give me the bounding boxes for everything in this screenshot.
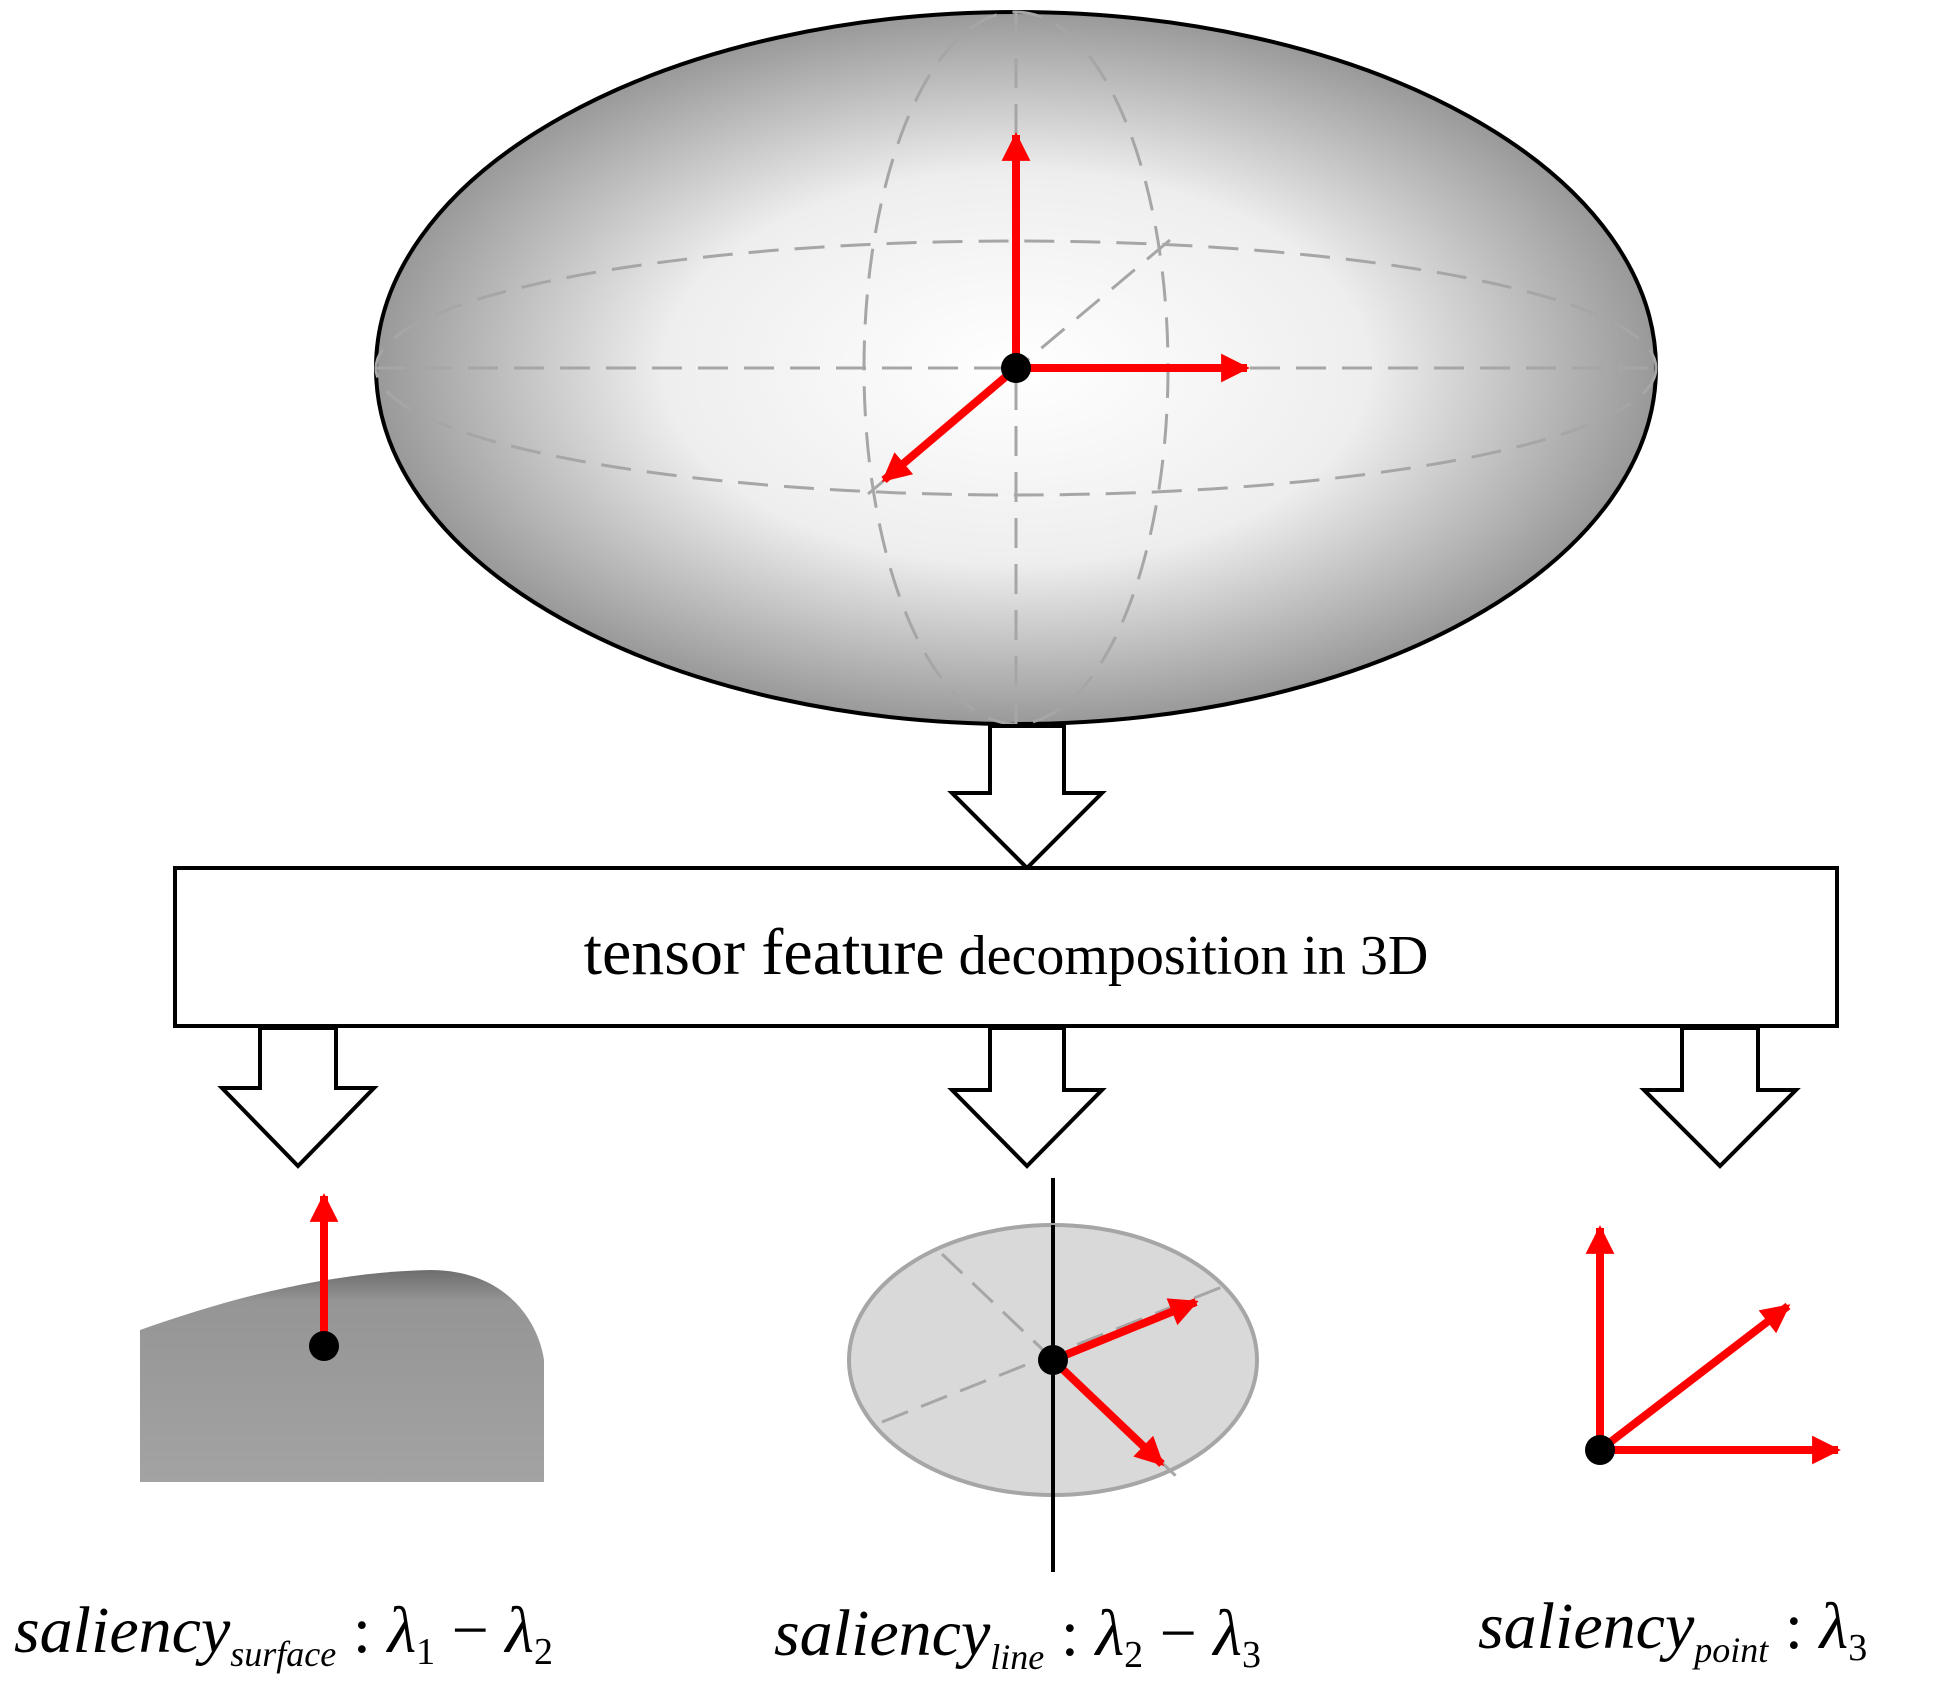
line-point: [1038, 1345, 1068, 1375]
eigenvector-arrow-diagonal: [881, 364, 1019, 484]
decomposition-box-frame: [173, 866, 1839, 1028]
tensor-center-point: [1001, 353, 1031, 383]
line-saliency-formula: saliencyline : λ2 − λ3: [774, 1597, 1261, 1677]
flow-arrow-to-surface: [217, 1026, 379, 1169]
point-arrow-diagonal: [1597, 1302, 1791, 1454]
point-saliency-illustration: [1585, 1225, 1841, 1465]
flow-arrow-into-box: [947, 724, 1107, 871]
line-disc-arrow-b: [1050, 1357, 1165, 1467]
decomposition-box-label: tensor feature decomposition in 3D: [584, 916, 1429, 989]
decomposition-box: tensor feature decomposition in 3D: [173, 866, 1839, 1028]
surface-saliency-formula: saliencysurface : λ1 − λ2: [14, 1594, 553, 1674]
principal-eigenvector-arrows: [881, 132, 1250, 484]
point-saliency-formula: saliencypoint : λ3: [1478, 1590, 1867, 1670]
surface-patch: [140, 1270, 544, 1482]
flow-arrow-to-point: [1639, 1026, 1801, 1169]
tensor-ellipsoid: [374, 10, 1658, 726]
surface-saliency-illustration: [140, 1193, 544, 1482]
box-label-part2: decomposition in 3D: [945, 925, 1429, 987]
box-label-part1: tensor feature: [584, 916, 945, 989]
flow-arrow-to-line: [947, 1026, 1107, 1169]
surface-point: [309, 1331, 339, 1361]
flow-arrows: [217, 724, 1801, 1169]
line-saliency-illustration: [847, 1178, 1259, 1572]
point-origin: [1585, 1435, 1615, 1465]
line-disc-arrow-a: [1051, 1298, 1199, 1364]
